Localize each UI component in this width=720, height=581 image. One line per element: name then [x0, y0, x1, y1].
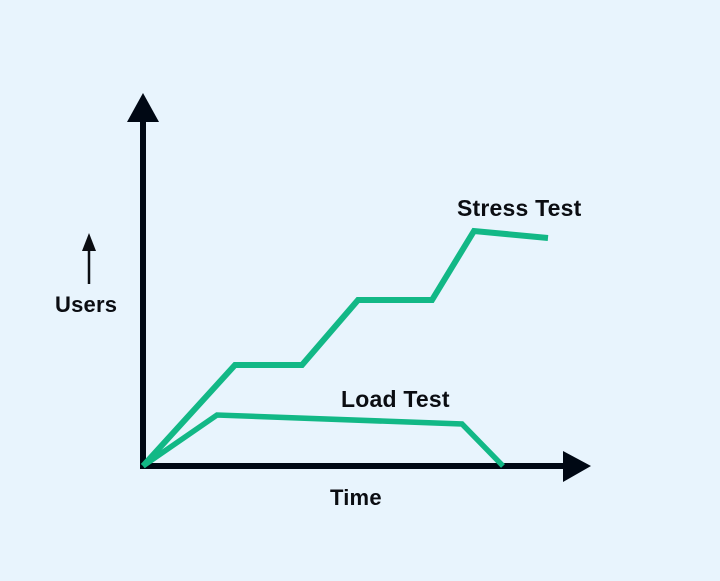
series-line-stress-test — [140, 227, 549, 469]
series-label-stress-test: Stress Test — [457, 195, 582, 221]
users-hint-arrow-icon — [82, 233, 96, 251]
y-axis-title: Users — [55, 292, 118, 317]
x-axis-title: Time — [330, 485, 382, 510]
series-line-load-test — [141, 412, 505, 469]
x-axis-arrow-icon — [563, 451, 591, 482]
y-axis-arrow-icon — [127, 93, 159, 122]
series-label-load-test: Load Test — [341, 386, 450, 412]
